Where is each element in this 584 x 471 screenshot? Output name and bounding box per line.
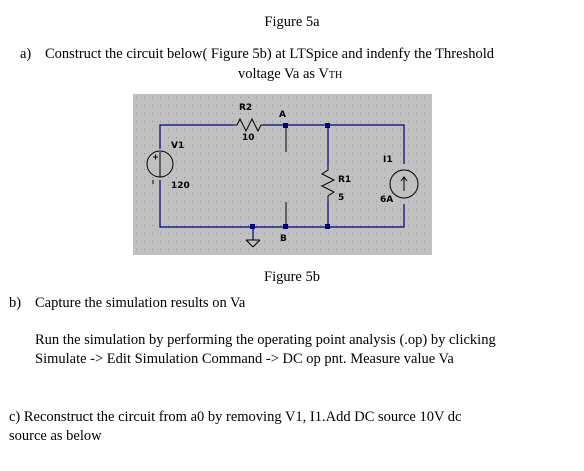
- r1-value-label: 5: [338, 193, 344, 203]
- figure-5a-title: Figure 5a: [264, 14, 320, 30]
- node-a-junction: [283, 123, 288, 128]
- schematic-grid: [133, 94, 432, 255]
- r1-name-label: R1: [338, 175, 351, 185]
- r2-resistor: [233, 117, 263, 133]
- part-a-line1: Construct the circuit below( Figure 5b) …: [45, 46, 494, 62]
- i1-value-label: 6A: [380, 195, 393, 205]
- node-b-label: B: [280, 234, 287, 244]
- v1-value-label: 120: [171, 181, 190, 191]
- r1-resistor: [320, 166, 336, 202]
- v1-voltage-source: [146, 150, 174, 178]
- part-a-line2: voltage Va as VTH: [238, 65, 342, 85]
- i1-name-label: I1: [383, 155, 393, 165]
- part-a-line2-text: voltage Va as V: [238, 66, 329, 82]
- i1-current-source: [389, 169, 419, 199]
- circuit-schematic: R2 10 A B V1 120 R1 5 I1 6A: [133, 94, 432, 255]
- r2-name-label: R2: [239, 103, 252, 113]
- r1-top-junction: [325, 123, 330, 128]
- node-a-label: A: [279, 110, 286, 120]
- part-b-para1: Run the simulation by performing the ope…: [35, 332, 496, 348]
- wires: [159, 124, 405, 240]
- figure-5b-title: Figure 5b: [264, 269, 320, 285]
- ground-symbol: [245, 239, 261, 248]
- part-a-letter: a): [20, 46, 32, 62]
- part-b-line1: Capture the simulation results on Va: [35, 295, 246, 311]
- part-b-letter: b): [9, 295, 22, 311]
- part-b-para2: Simulate -> Edit Simulation Command -> D…: [35, 351, 454, 367]
- r1-bottom-junction: [325, 224, 330, 229]
- ground-junction: [250, 224, 255, 229]
- part-a-subscript: TH: [328, 70, 343, 81]
- node-b-junction: [283, 224, 288, 229]
- part-c-line1: c) Reconstruct the circuit from a0 by re…: [9, 409, 462, 425]
- r2-value-label: 10: [242, 133, 255, 143]
- v1-name-label: V1: [171, 141, 184, 151]
- part-c-line2: source as below: [9, 428, 102, 444]
